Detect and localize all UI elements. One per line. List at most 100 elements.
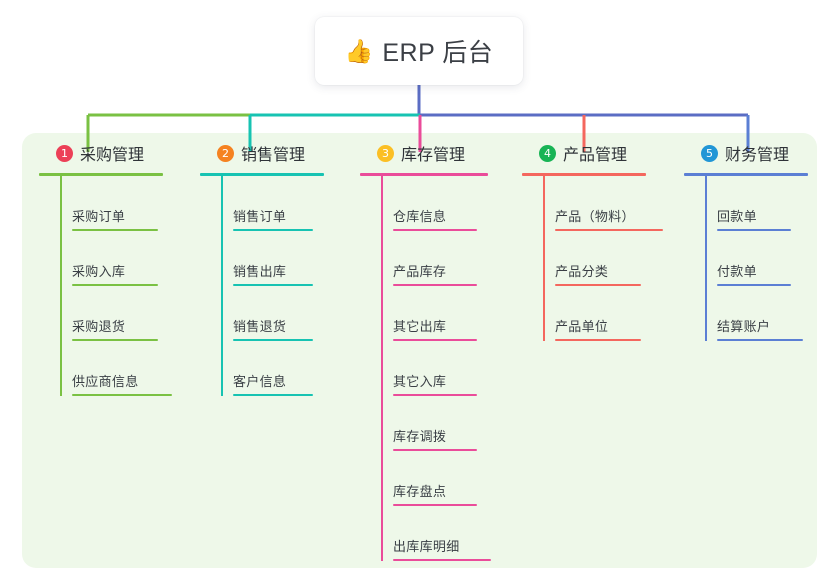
leaf-node-rule — [555, 284, 641, 286]
branch-header-product[interactable]: 4 产品管理 — [522, 133, 663, 173]
branch-header-purchase[interactable]: 1 采购管理 — [39, 133, 172, 173]
leaf-node-label: 库存盘点 — [393, 484, 447, 499]
leaf-node-label: 采购退货 — [72, 319, 126, 334]
leaf-node-label: 其它入库 — [393, 374, 447, 389]
leaf-node-label: 仓库信息 — [393, 209, 447, 224]
leaf-node-label: 其它出库 — [393, 319, 447, 334]
branch-title: 采购管理 — [80, 147, 145, 164]
branch-number-badge: 1 — [56, 144, 73, 162]
branch-stem-line — [705, 176, 707, 341]
leaf-node-rule — [72, 394, 172, 396]
thumbs-up-icon: 👍 — [344, 37, 374, 64]
leaf-node[interactable]: 销售退货 — [200, 286, 324, 341]
leaf-node[interactable]: 产品库存 — [360, 231, 491, 286]
branch-column-inventory: 3 库存管理仓库信息产品库存其它出库其它入库库存调拨库存盘点出库库明细 — [360, 133, 491, 561]
leaf-node-rule — [717, 229, 791, 231]
leaf-node[interactable]: 付款单 — [684, 231, 808, 286]
branch-number-badge: 4 — [539, 144, 556, 162]
leaf-node[interactable]: 产品（物料） — [522, 176, 663, 231]
leaf-node[interactable]: 采购订单 — [39, 176, 172, 231]
leaf-node[interactable]: 出库库明细 — [360, 506, 491, 561]
leaf-node-rule — [393, 339, 477, 341]
leaf-node-rule — [72, 339, 158, 341]
branch-column-sales: 2 销售管理销售订单销售出库销售退货客户信息 — [200, 133, 324, 396]
branch-column-product: 4 产品管理产品（物料） 产品分类产品单位 — [522, 133, 663, 341]
leaf-node[interactable]: 其它出库 — [360, 286, 491, 341]
leaf-node-rule — [717, 339, 803, 341]
branch-rule — [39, 173, 163, 176]
branch-leaf-list: 仓库信息产品库存其它出库其它入库库存调拨库存盘点出库库明细 — [360, 176, 491, 561]
leaf-node-label: 产品单位 — [555, 319, 609, 334]
branch-stem-line — [381, 176, 383, 561]
branch-leaf-list: 回款单付款单结算账户 — [684, 176, 808, 341]
branch-number-badge: 2 — [217, 144, 234, 162]
branch-leaf-list: 产品（物料） 产品分类产品单位 — [522, 176, 663, 341]
leaf-node-label: 销售订单 — [233, 209, 287, 224]
leaf-node[interactable]: 采购入库 — [39, 231, 172, 286]
branch-title: 库存管理 — [401, 147, 466, 164]
leaf-node-label: 产品分类 — [555, 264, 609, 279]
leaf-node[interactable]: 回款单 — [684, 176, 808, 231]
leaf-node-rule — [393, 449, 477, 451]
leaf-node[interactable]: 结算账户 — [684, 286, 808, 341]
leaf-node[interactable]: 产品单位 — [522, 286, 663, 341]
leaf-node-rule — [393, 394, 477, 396]
root-node-card[interactable]: 👍 ERP 后台 — [315, 17, 523, 85]
leaf-node-label: 采购订单 — [72, 209, 126, 224]
leaf-node[interactable]: 采购退货 — [39, 286, 172, 341]
branch-header-inventory[interactable]: 3 库存管理 — [360, 133, 491, 173]
leaf-node-rule — [393, 559, 491, 561]
branch-rule — [360, 173, 488, 176]
branch-stem-line — [60, 176, 62, 396]
leaf-node-rule — [393, 229, 477, 231]
leaf-node-rule — [393, 284, 477, 286]
leaf-node[interactable]: 销售出库 — [200, 231, 324, 286]
leaf-node-rule — [555, 229, 663, 231]
leaf-node-rule — [72, 229, 158, 231]
branch-stem-line — [221, 176, 223, 396]
leaf-node-label: 供应商信息 — [72, 374, 139, 389]
leaf-node-rule — [555, 339, 641, 341]
leaf-node-label: 付款单 — [717, 264, 757, 279]
leaf-node-label: 产品库存 — [393, 264, 447, 279]
leaf-node-label: 结算账户 — [717, 319, 771, 334]
leaf-node[interactable]: 供应商信息 — [39, 341, 172, 396]
leaf-node-rule — [233, 229, 313, 231]
branch-header-sales[interactable]: 2 销售管理 — [200, 133, 324, 173]
branch-header-finance[interactable]: 5 财务管理 — [684, 133, 808, 173]
leaf-node[interactable]: 产品分类 — [522, 231, 663, 286]
leaf-node[interactable]: 库存盘点 — [360, 451, 491, 506]
leaf-node-rule — [393, 504, 477, 506]
branch-number-badge: 5 — [701, 144, 718, 162]
branch-column-finance: 5 财务管理回款单付款单结算账户 — [684, 133, 808, 341]
branch-rule — [522, 173, 646, 176]
leaf-node-rule — [233, 394, 313, 396]
branch-title: 产品管理 — [563, 147, 628, 164]
branch-stem-line — [543, 176, 545, 341]
branch-leaf-list: 采购订单采购入库采购退货供应商信息 — [39, 176, 172, 396]
leaf-node-label: 采购入库 — [72, 264, 126, 279]
leaf-node-label: 库存调拨 — [393, 429, 447, 444]
root-node-title: ERP 后台 — [382, 39, 494, 67]
leaf-node[interactable]: 客户信息 — [200, 341, 324, 396]
branch-title: 财务管理 — [725, 147, 790, 164]
diagram-panel — [22, 133, 817, 568]
root-node-inner: 👍 ERP 后台 — [345, 33, 494, 69]
branch-title: 销售管理 — [241, 147, 306, 164]
leaf-node[interactable]: 仓库信息 — [360, 176, 491, 231]
leaf-node[interactable]: 销售订单 — [200, 176, 324, 231]
leaf-node-rule — [233, 339, 313, 341]
branch-leaf-list: 销售订单销售出库销售退货客户信息 — [200, 176, 324, 396]
branch-number-badge: 3 — [377, 144, 394, 162]
leaf-node-label: 客户信息 — [233, 374, 287, 389]
leaf-node-rule — [72, 284, 158, 286]
leaf-node-rule — [233, 284, 313, 286]
leaf-node-label: 产品（物料） — [555, 209, 635, 224]
branch-columns: 1 采购管理采购订单采购入库采购退货供应商信息 2 销售管理销售订单销售出库销售退货客… — [22, 133, 817, 568]
leaf-node[interactable]: 库存调拨 — [360, 396, 491, 451]
leaf-node-label: 出库库明细 — [393, 539, 460, 554]
leaf-node-label: 回款单 — [717, 209, 757, 224]
leaf-node-rule — [717, 284, 791, 286]
leaf-node[interactable]: 其它入库 — [360, 341, 491, 396]
